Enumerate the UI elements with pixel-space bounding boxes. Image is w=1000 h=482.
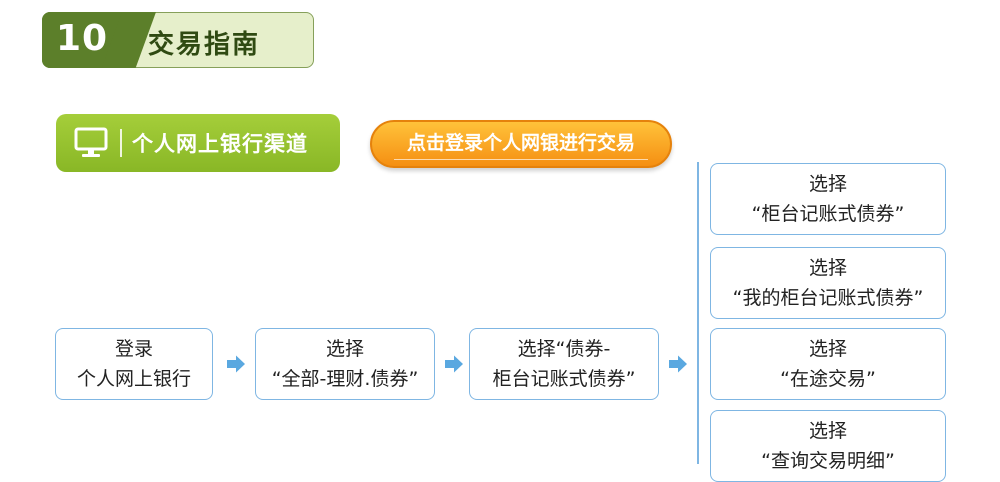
arrow-right-icon [227,355,245,373]
section-header: 10 交易指南 [42,12,314,68]
option-my-counter-bond: 选择 “我的柜台记账式债券” [710,247,946,319]
option-line: 选择 [808,420,847,442]
channel-label: 个人网上银行渠道 [56,114,340,172]
option-line: “在途交易” [780,368,876,390]
arrow-right-icon [669,355,687,373]
option-counter-bond: 选择 “柜台记账式债券” [710,163,946,235]
flow-step-line: 登录 [114,338,153,360]
branch-connector-line [697,162,699,464]
flow-step-login: 登录 个人网上银行 [55,328,213,400]
section-title: 交易指南 [148,30,261,60]
flow-step-line: 柜台记账式债券” [492,368,636,390]
flow-step-line: 个人网上银行 [76,368,191,390]
option-line: “查询交易明细” [761,450,895,472]
option-line: “我的柜台记账式债券” [732,287,924,309]
channel-divider [120,129,122,157]
monitor-icon [74,127,108,157]
flow-step-line: 选择 [325,338,364,360]
section-number: 10 [56,18,109,59]
option-query-transaction-details: 选择 “查询交易明细” [710,410,946,482]
option-pending-transactions: 选择 “在途交易” [710,328,946,400]
flow-step-select-counter-bond: 选择“债券- 柜台记账式债券” [469,328,659,400]
flow-step-select-wealth-bond: 选择 “全部-理财.债券” [255,328,435,400]
arrow-right-icon [445,355,463,373]
option-line: “柜台记账式债券” [751,203,905,225]
option-line: 选择 [808,338,847,360]
login-online-banking-button-label: 点击登录个人网银进行交易 [406,132,635,154]
flow-step-line: “全部-理财.债券” [271,368,419,390]
channel-label-text: 个人网上银行渠道 [132,132,308,156]
option-line: 选择 [808,257,847,279]
login-online-banking-button[interactable]: 点击登录个人网银进行交易 [370,120,672,168]
option-line: 选择 [808,173,847,195]
button-underline [394,159,648,160]
flow-step-line: 选择“债券- [517,338,611,360]
